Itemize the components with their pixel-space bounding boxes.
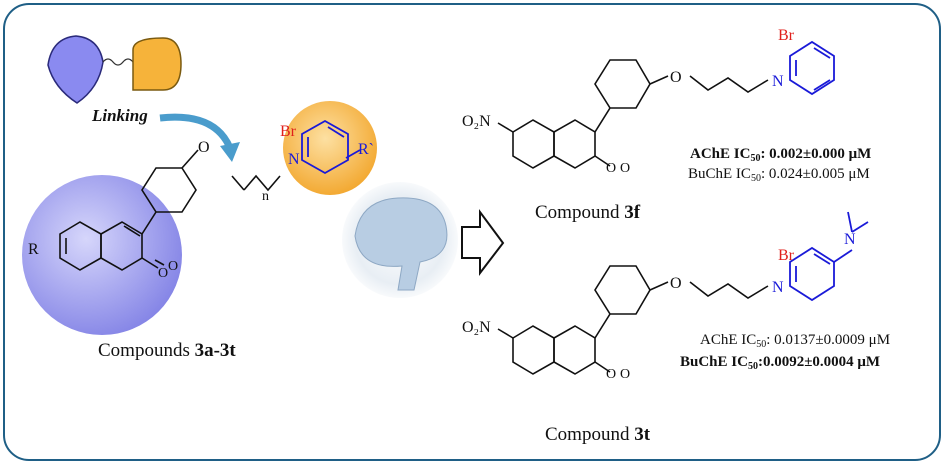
linking-schematic: [47, 35, 182, 104]
compound-3f-ache: AChE IC50: 0.002±0.000 μM: [690, 146, 872, 164]
compound-3f-ring-o: O: [606, 161, 616, 176]
coumarin-highlight-sphere: [22, 175, 182, 335]
outer-frame: [3, 3, 941, 461]
compound-3f-buche: BuChE IC50: 0.024±0.005 μM: [688, 166, 870, 184]
compound-3t-ache: AChE IC50: 0.0137±0.0009 μM: [700, 332, 891, 350]
compound-3f-nitro: O₂N: [462, 113, 491, 130]
brain-icon: [354, 197, 448, 291]
ether-oxygen: O: [198, 139, 210, 156]
compound-3t-pyridinium: [789, 211, 869, 302]
curved-arrow: [159, 113, 234, 150]
compound-3f-bromide: Br: [778, 27, 795, 44]
r-label: R: [28, 241, 39, 258]
general-n-plus: N: [288, 151, 300, 168]
compound-3f-pyridinium: [789, 40, 835, 96]
general-caption: Compounds 3a-3t: [98, 340, 236, 361]
compound-3f-carbonyl-o: O: [620, 161, 630, 176]
compound-3t-structure: [497, 265, 769, 375]
compound-3f-ether-o: O: [670, 69, 682, 86]
compound-3t-ether-o: O: [670, 275, 682, 292]
general-structure: [59, 149, 281, 271]
result-arrow: [461, 208, 505, 276]
ring-oxygen: O: [158, 266, 168, 281]
compound-3f-caption: Compound 3f: [535, 202, 641, 223]
compound-3t-bromide: Br: [778, 247, 795, 264]
compound-3f-n-plus: N: [772, 73, 784, 90]
r2-label: R`: [358, 141, 374, 158]
n-subscript: n: [262, 189, 269, 204]
compound-3t-ring-o: O: [606, 367, 616, 382]
compound-3t-nitro: O₂N: [462, 319, 491, 336]
general-bromide: Br: [280, 123, 297, 140]
carbonyl-oxygen: O: [168, 259, 178, 274]
compound-3t-carbonyl-o: O: [620, 367, 630, 382]
compound-3t-caption: Compound 3t: [545, 424, 651, 445]
compound-3t-dimethylamino-n: N: [844, 231, 856, 248]
curved-arrow-head: [220, 142, 240, 162]
pyridinium-highlight-sphere: [283, 101, 377, 195]
compound-3t-n-plus: N: [772, 279, 784, 296]
compound-3t-buche: BuChE IC50:0.0092±0.0004 μM: [680, 354, 881, 372]
compound-3f-structure: [497, 59, 769, 169]
linking-label: Linking: [91, 106, 148, 125]
general-pyridinium-ring: [301, 119, 361, 175]
